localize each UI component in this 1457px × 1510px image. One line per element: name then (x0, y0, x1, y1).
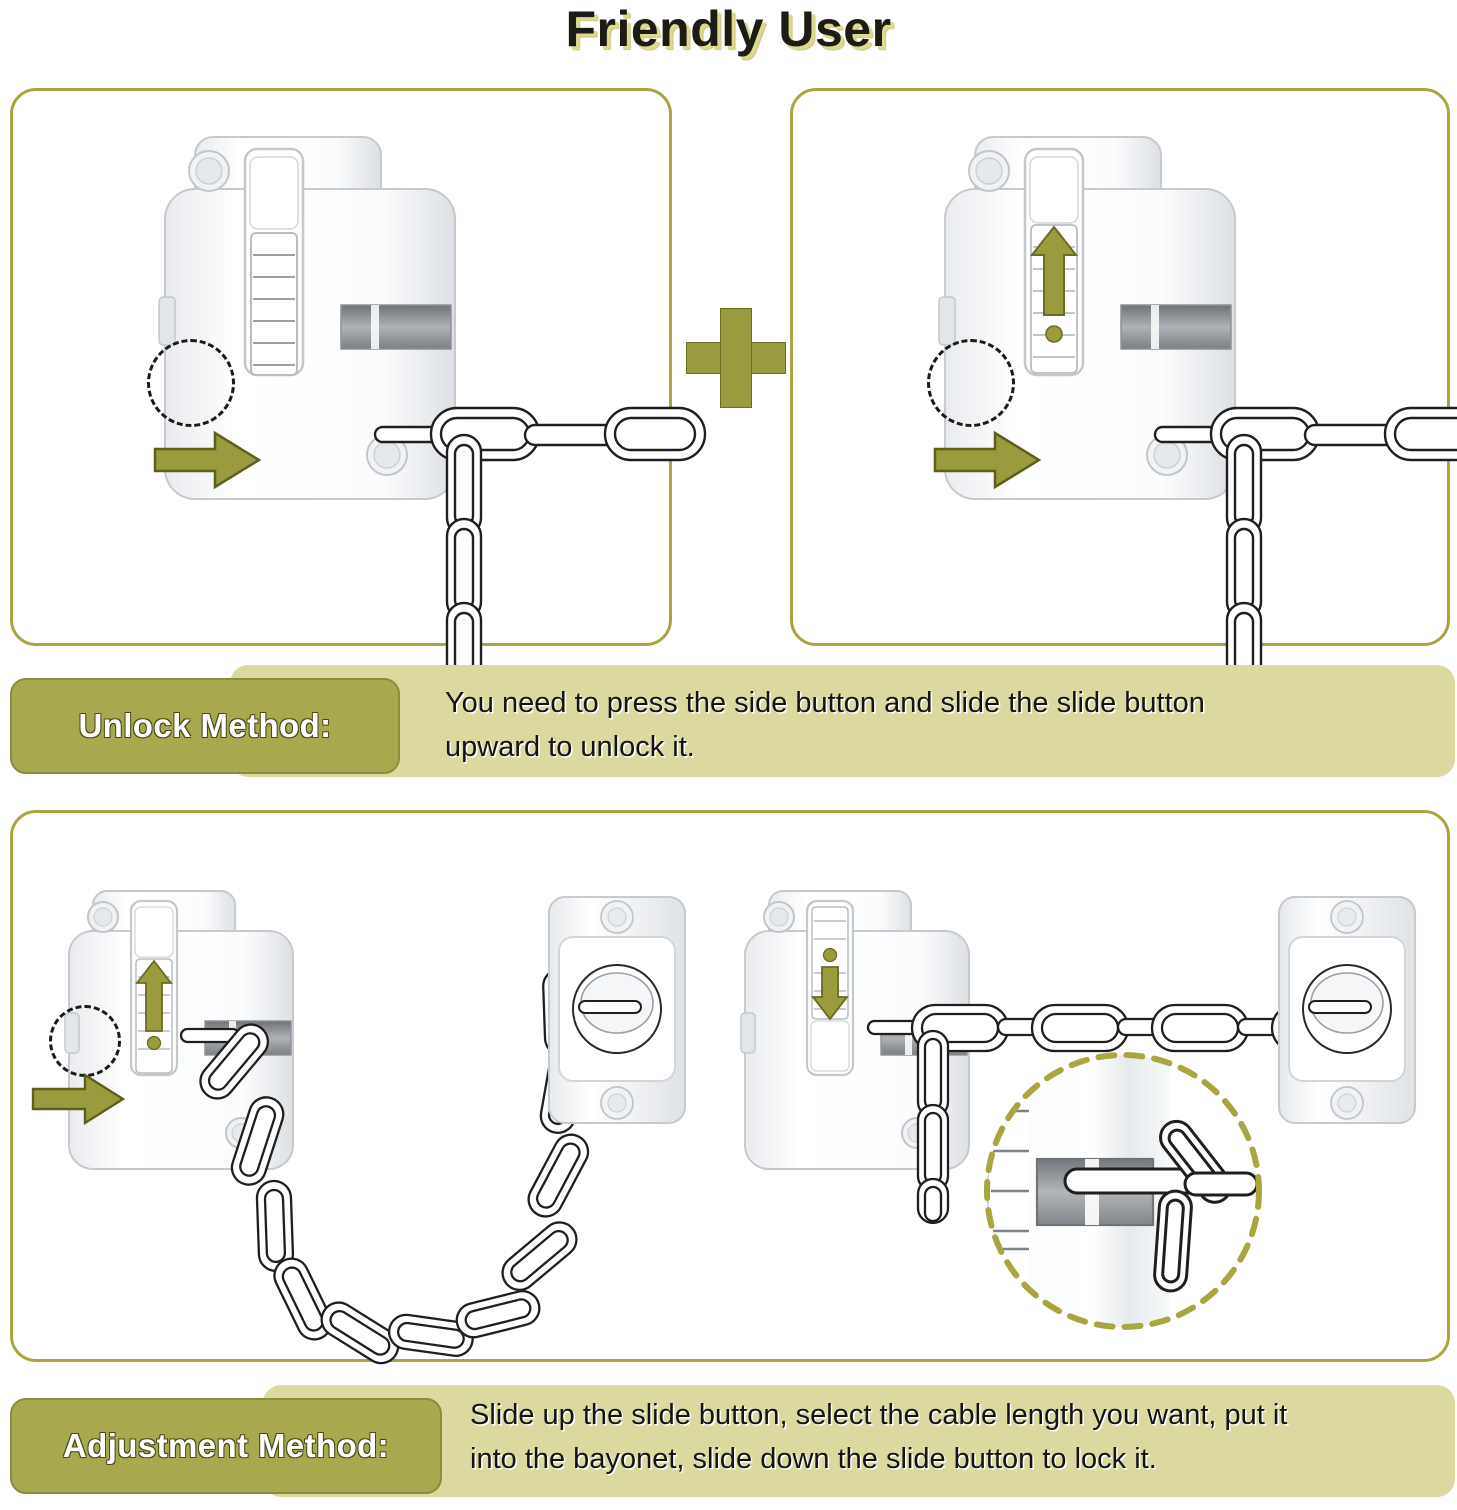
magnifier-inset-icon (973, 1041, 1273, 1341)
adjustment-method-label: Adjustment Method: (10, 1398, 442, 1494)
page-title: Friendly User (565, 1, 892, 57)
dashed-circle-icon (49, 1005, 121, 1077)
down-arrow-icon (811, 966, 849, 1021)
door-chain-lock-device (158, 129, 503, 549)
unlock-method-text: You need to press the side button and sl… (445, 687, 1205, 763)
dashed-circle-icon (147, 339, 235, 427)
right-arrow-icon (153, 429, 263, 491)
panel-adjustment-steps (10, 810, 1450, 1365)
door-chain-lock-device (938, 129, 1283, 549)
wall-mount-plate-right (1273, 891, 1423, 1131)
panel-unlock-step-1 (10, 88, 707, 705)
security-chain-draped (179, 967, 601, 1365)
unlock-method-label: Unlock Method: (10, 678, 400, 774)
up-arrow-icon (135, 959, 173, 1032)
wall-mount-plate-left (543, 891, 693, 1131)
unlock-method-caption: Unlock Method: You need to press the sid… (5, 665, 1457, 790)
up-arrow-icon (1029, 225, 1079, 316)
caption-background (263, 1385, 1455, 1497)
door-chain-lock-device-right (740, 885, 1003, 1205)
security-chain (1153, 391, 1457, 721)
dashed-circle-icon (927, 339, 1015, 427)
adjustment-method-caption: Adjustment Method: Slide up the slide bu… (5, 1385, 1457, 1510)
plus-icon (686, 308, 786, 408)
adjustment-method-text: Slide up the slide button, select the ca… (470, 1399, 1288, 1475)
right-arrow-icon (31, 1071, 127, 1127)
panel-unlock-step-2 (790, 88, 1457, 705)
caption-background (230, 665, 1455, 777)
right-arrow-icon (933, 429, 1043, 491)
